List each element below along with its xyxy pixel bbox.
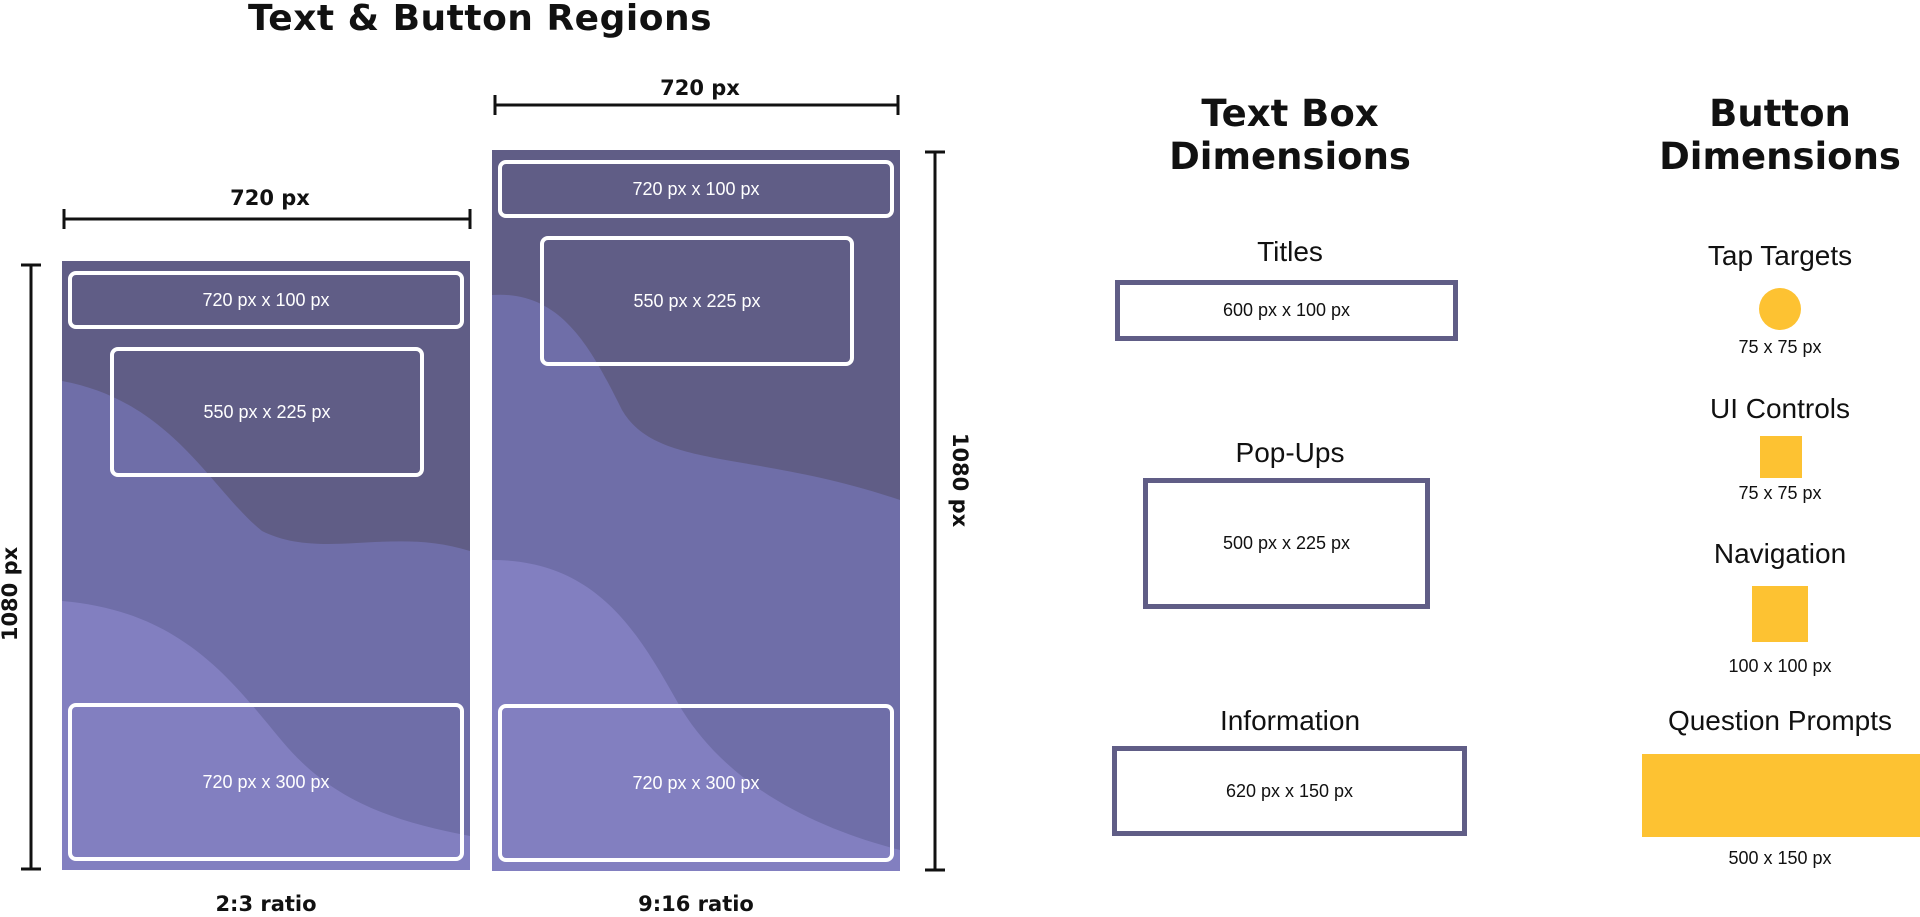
phone1-height-label: 1080 px (0, 546, 22, 642)
tap-target-circle (1759, 288, 1801, 330)
button-tap-targets-size: 75 x 75 px (1738, 337, 1822, 357)
phone2-popup-region-label: 550 px x 225 px (633, 290, 761, 311)
phone2-background-waves (492, 150, 900, 871)
phone2-ratio-label: 9:16 ratio (638, 892, 754, 916)
text-box-popups-label: Pop-Ups (1235, 437, 1345, 468)
button-navigation-label: Navigation (1713, 538, 1847, 569)
phone2-height-label: 1080 px (948, 432, 972, 528)
button-tap-targets-label: Tap Targets (1707, 240, 1853, 271)
text-box-titles-size: 600 px x 100 px (1222, 300, 1351, 320)
ui-control-square (1760, 436, 1802, 478)
phone2-width-label: 720 px (660, 76, 740, 100)
text-box-popups: 500 px x 225 px (1143, 478, 1430, 609)
button-heading: Button Dimensions (1630, 92, 1920, 178)
text-box-heading-line2: Dimensions (1169, 135, 1411, 178)
text-box-heading: Text Box Dimensions (1130, 92, 1450, 178)
text-box-information-size: 620 px x 150 px (1225, 780, 1354, 801)
phone2-height-dimension-line (925, 150, 945, 872)
button-navigation-size: 100 x 100 px (1728, 656, 1832, 676)
button-question-prompts-size: 500 x 150 px (1728, 848, 1832, 868)
phone2-screen: 720 px x 100 px 550 px x 225 px 720 px x… (492, 150, 900, 871)
navigation-square (1752, 586, 1808, 642)
phone2-title-region: 720 px x 100 px (498, 160, 894, 218)
phone2-popup-region: 550 px x 225 px (540, 236, 854, 366)
phone1-screen: 720 px x 100 px 550 px x 225 px 720 px x… (62, 261, 470, 870)
phone1-height-dimension-line (21, 263, 41, 871)
page-title: Text & Button Regions (248, 0, 712, 39)
text-box-titles-label: Titles (1257, 236, 1323, 267)
phone1-width-label: 720 px (230, 186, 310, 210)
button-ui-controls-label: UI Controls (1709, 393, 1851, 424)
question-prompt-rectangle (1642, 754, 1920, 837)
text-box-information: 620 px x 150 px (1112, 746, 1467, 836)
button-ui-controls-size: 75 x 75 px (1738, 483, 1822, 503)
phone1-background-waves (62, 261, 470, 870)
phone1-ratio-label: 2:3 ratio (215, 892, 317, 916)
text-box-popups-size: 500 px x 225 px (1222, 533, 1351, 553)
phone1-popup-region: 550 px x 225 px (110, 347, 424, 477)
phone1-title-region: 720 px x 100 px (68, 271, 464, 329)
phone2-width-dimension-line (493, 95, 900, 115)
phone2-info-region: 720 px x 300 px (498, 704, 894, 862)
button-question-prompts-label: Question Prompts (1667, 705, 1893, 736)
phone2-title-region-label: 720 px x 100 px (632, 178, 760, 199)
text-box-titles: 600 px x 100 px (1115, 280, 1458, 341)
text-box-heading-line1: Text Box (1201, 92, 1379, 135)
text-box-information-label: Information (1219, 705, 1361, 736)
phone1-width-dimension-line (62, 209, 472, 229)
phone1-popup-region-label: 550 px x 225 px (203, 401, 331, 422)
phone1-info-region: 720 px x 300 px (68, 703, 464, 861)
button-heading-line2: Dimensions (1659, 135, 1901, 178)
button-heading-line1: Button (1709, 92, 1851, 135)
phone1-title-region-label: 720 px x 100 px (202, 289, 330, 310)
phone2-info-region-label: 720 px x 300 px (632, 772, 760, 793)
phone1-info-region-label: 720 px x 300 px (202, 771, 330, 792)
